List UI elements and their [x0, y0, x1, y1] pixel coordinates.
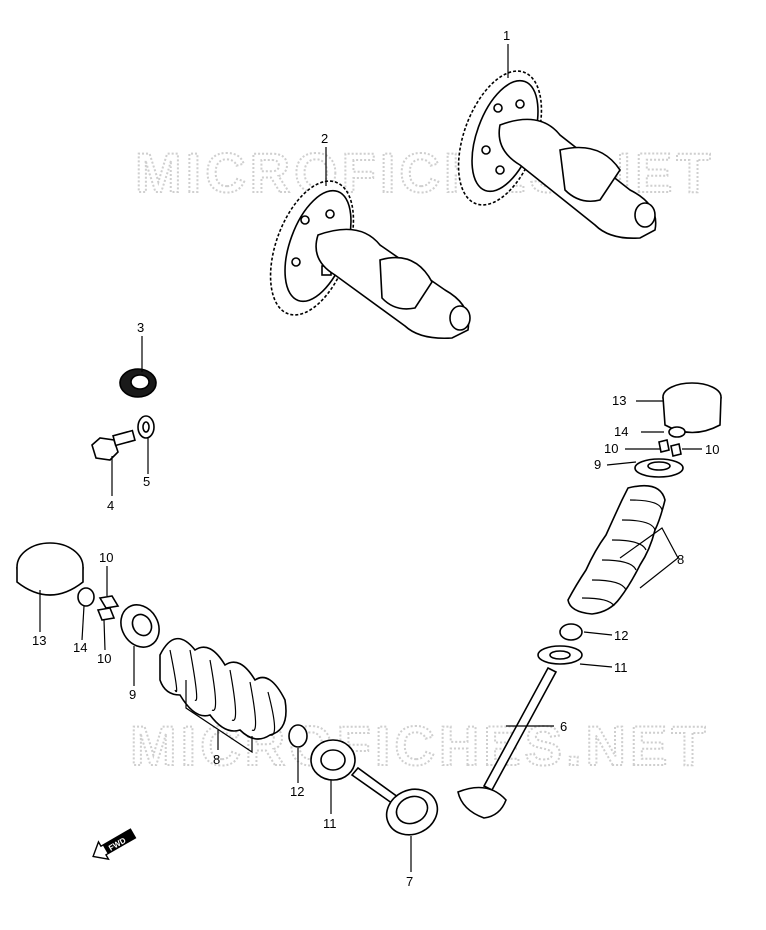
shim-14-right[interactable] — [668, 426, 686, 438]
fwd-arrow-icon: FWD — [92, 828, 137, 861]
camshaft-1[interactable] — [442, 60, 657, 240]
label-part-6: 6 — [560, 719, 567, 734]
label-part-10-right-a: 10 — [604, 441, 618, 456]
valve-stem-seal-12-right[interactable] — [559, 623, 583, 641]
valve-7[interactable] — [350, 766, 445, 843]
spring-seat-11-left[interactable] — [310, 739, 356, 781]
label-part-13-left: 13 — [32, 633, 46, 648]
camshaft-2[interactable] — [254, 170, 471, 340]
label-part-9-right: 9 — [594, 457, 601, 472]
label-part-3: 3 — [137, 320, 144, 335]
shim-14-left[interactable] — [77, 587, 95, 607]
label-part-14-left: 14 — [73, 640, 87, 655]
label-part-8-left: 8 — [213, 752, 220, 767]
label-part-11-right: 11 — [614, 660, 628, 675]
label-part-7: 7 — [406, 874, 413, 889]
label-part-10-left-bottom: 10 — [97, 651, 111, 666]
label-part-2: 2 — [321, 131, 328, 146]
spring-retainer-9-right[interactable] — [634, 458, 684, 478]
label-part-1: 1 — [503, 28, 510, 43]
label-part-12-left: 12 — [290, 784, 304, 799]
cotter-10-left[interactable] — [96, 595, 120, 621]
label-part-13-right: 13 — [612, 393, 626, 408]
washer-5[interactable] — [137, 415, 155, 439]
valve-6[interactable] — [457, 666, 558, 819]
spring-retainer-9-left[interactable] — [113, 598, 166, 654]
tappet-13-right[interactable] — [662, 382, 722, 434]
bolt-4[interactable] — [91, 429, 136, 461]
label-part-11-left: 11 — [323, 816, 337, 831]
label-part-10-right-b: 10 — [705, 442, 719, 457]
valve-spring-8-left[interactable] — [159, 637, 287, 740]
tappet-13-left[interactable] — [16, 542, 84, 596]
label-part-8-right: 8 — [677, 552, 684, 567]
label-part-14-right: 14 — [614, 424, 628, 439]
cotter-10-right[interactable] — [658, 439, 682, 457]
valve-stem-seal-12-left[interactable] — [288, 724, 308, 748]
leader-lines — [39, 44, 702, 872]
label-part-4: 4 — [107, 498, 114, 513]
label-part-5: 5 — [143, 474, 150, 489]
valve-spring-8-right[interactable] — [567, 484, 666, 615]
label-part-12-right: 12 — [614, 628, 628, 643]
label-part-9-left: 9 — [129, 687, 136, 702]
label-part-10-left-top: 10 — [99, 550, 113, 565]
spring-seat-11-right[interactable] — [537, 645, 583, 665]
bearing-3[interactable] — [119, 368, 157, 398]
